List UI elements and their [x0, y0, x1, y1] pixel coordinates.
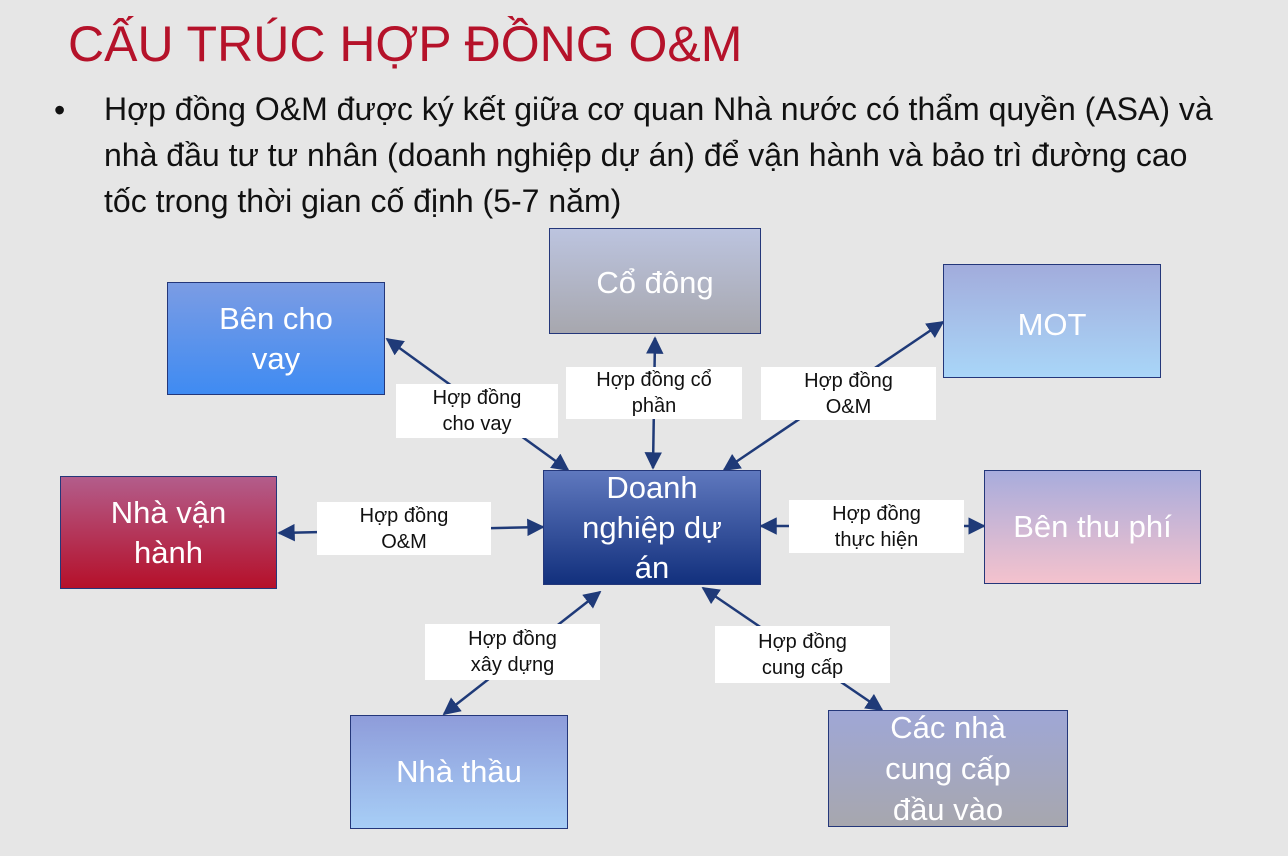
edge-label-cung-cap: Hợp đồng cung cấp [715, 626, 890, 683]
edge-label-xay-dung-text: Hợp đồng xây dựng [468, 628, 557, 676]
edge-label-co-phan-text: Hợp đồng cổ phần [596, 369, 712, 417]
node-ben-cho-vay: Bên cho vay [167, 282, 385, 395]
node-co-dong-label: Cổ đông [596, 265, 714, 300]
edge-label-cho-vay: Hợp đồng cho vay [396, 384, 558, 438]
slide-title: CẤU TRÚC HỢP ĐỒNG O&M [68, 16, 743, 72]
edge-label-om-van-hanh-text: Hợp đồng O&M [359, 504, 449, 553]
node-nha-cung-cap: Các nhà cung cấp đầu vào [828, 710, 1068, 827]
node-nha-van-hanh: Nhà vận hành [60, 476, 277, 589]
edge-label-om-van-hanh: Hợp đồng O&M [317, 502, 491, 555]
edge-label-cho-vay-text: Hợp đồng cho vay [432, 387, 522, 435]
edge-label-cung-cap-text: Hợp đồng cung cấp [758, 630, 847, 679]
node-doanh-nghiep: Doanh nghiệp dự án [543, 470, 761, 585]
node-nha-van-hanh-label: Nhà vận hành [110, 494, 227, 570]
node-mot-label: MOT [1017, 307, 1087, 342]
edge-label-om-mot-text: Hợp đồng O&M [804, 369, 893, 418]
edge-label-xay-dung: Hợp đồng xây dựng [425, 624, 600, 680]
edge-label-thuc-hien: Hợp đồng thực hiện [789, 500, 964, 553]
node-nha-thau: Nhà thầu [350, 715, 568, 829]
edge-label-thuc-hien-text: Hợp đồng thực hiện [832, 502, 921, 551]
bullet-marker: • [54, 92, 66, 128]
edge-label-co-phan: Hợp đồng cổ phần [566, 367, 742, 419]
node-nha-cung-cap-label: Các nhà cung cấp đầu vào [885, 710, 1011, 827]
node-ben-thu-phi-label: Bên thu phí [1013, 509, 1172, 544]
bullet-text: Hợp đồng O&M được ký kết giữa cơ quan Nh… [104, 91, 1213, 219]
edge-label-om-mot: Hợp đồng O&M [761, 367, 936, 420]
node-mot: MOT [943, 264, 1161, 378]
node-ben-thu-phi: Bên thu phí [984, 470, 1201, 584]
node-ben-cho-vay-label: Bên cho vay [219, 300, 333, 376]
node-co-dong: Cổ đông [549, 228, 761, 334]
node-doanh-nghiep-label: Doanh nghiệp dự án [582, 469, 722, 585]
node-nha-thau-label: Nhà thầu [396, 754, 522, 789]
